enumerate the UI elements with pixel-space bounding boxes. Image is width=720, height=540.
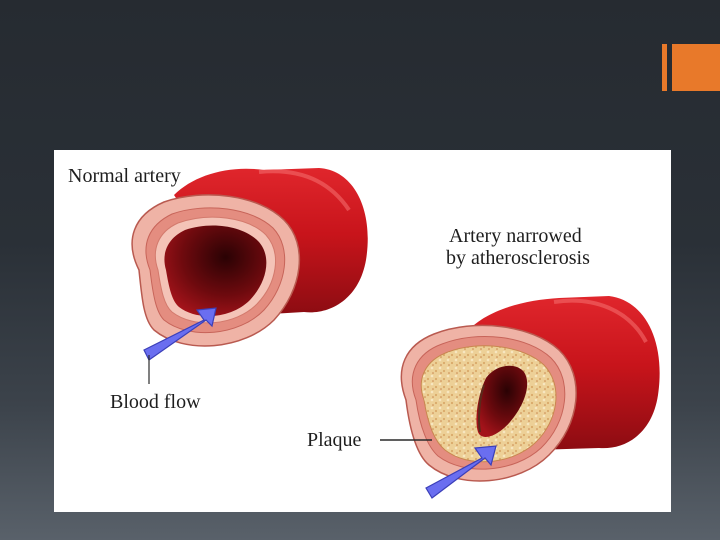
normal-artery-label: Normal artery [68, 165, 181, 187]
narrowed-artery-illustration [380, 296, 660, 499]
accent-bar-thin [662, 44, 667, 91]
narrowed-artery-label-line2: by atherosclerosis [446, 247, 590, 269]
plaque-label: Plaque [307, 429, 362, 451]
blood-flow-arrow-icon [143, 307, 217, 361]
normal-artery-illustration [131, 168, 368, 384]
narrowed-artery-lumen [476, 365, 528, 437]
normal-artery-lumen [164, 225, 267, 317]
blood-flow-label: Blood flow [110, 391, 201, 413]
artery-diagram: Normal artery Artery narrowed by atheros… [54, 150, 671, 512]
narrowed-flow-arrow-icon [425, 445, 497, 499]
artery-diagram-svg [131, 168, 660, 499]
accent-bar-block [672, 44, 720, 91]
narrowed-artery-label-line1: Artery narrowed [449, 225, 582, 247]
